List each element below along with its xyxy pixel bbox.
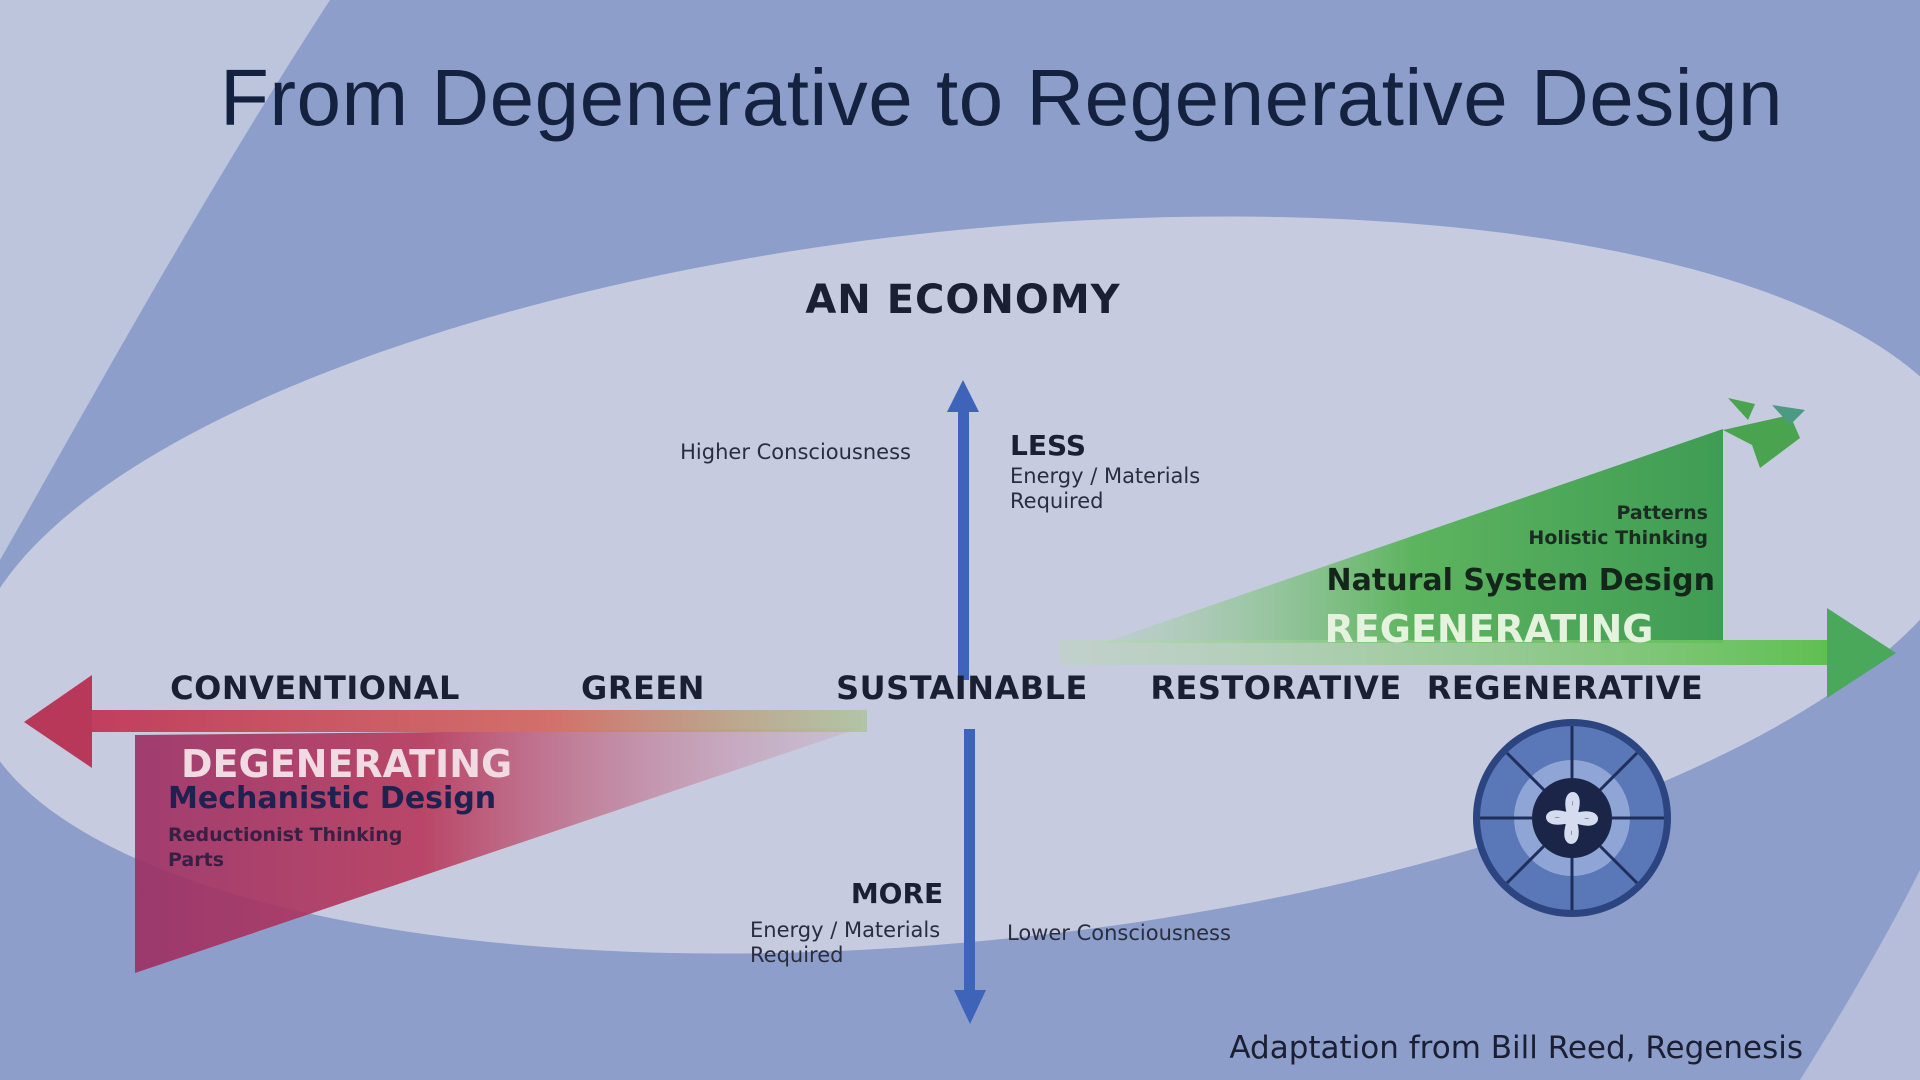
regenerating-triangle — [1102, 429, 1723, 643]
light-sweep — [0, 0, 330, 560]
down-arrow-head — [954, 990, 986, 1024]
lower-consciousness-label: Lower Consciousness — [1007, 921, 1231, 945]
stage-sustainable: SUSTAINABLE — [836, 669, 1088, 707]
stage-conventional: CONVENTIONAL — [170, 669, 460, 707]
higher-consciousness-label: Higher Consciousness — [680, 440, 911, 464]
degenerating-banner: DEGENERATING — [181, 742, 513, 786]
down-arrow-shaft — [964, 729, 975, 999]
reductionist-thinking-label: Reductionist Thinking — [168, 824, 403, 846]
diagram-heading: AN ECONOMY — [805, 277, 1121, 323]
regenerating-arrow-head — [1827, 608, 1896, 698]
regenerating-arrow-bar — [1059, 640, 1839, 665]
page-title: From Degenerative to Regenerative Design — [220, 53, 1784, 142]
regenerative-principles-wheel — [1473, 719, 1671, 917]
stage-green: GREEN — [581, 669, 705, 707]
natural-system-design-label: Natural System Design — [1326, 563, 1715, 598]
stage-regenerative: REGENERATIVE — [1426, 669, 1704, 707]
more-label: MORE — [850, 877, 944, 910]
less-label: LESS — [1010, 429, 1087, 462]
parts-label: Parts — [168, 849, 224, 871]
light-sweep-right — [1800, 870, 1920, 1080]
star-icon — [1723, 398, 1805, 468]
more-line2: Required — [750, 943, 844, 967]
less-line1: Energy / Materials — [1010, 464, 1201, 488]
less-line2: Required — [1010, 489, 1104, 513]
degenerating-triangle — [135, 728, 860, 973]
degenerating-arrow-head — [24, 675, 92, 768]
patterns-label: Patterns — [1616, 502, 1709, 524]
credit-text: Adaptation from Bill Reed, Regenesis — [1229, 1030, 1803, 1066]
regenerating-banner: REGENERATING — [1324, 607, 1654, 651]
degenerating-arrow-bar — [80, 710, 867, 732]
stage-restorative: RESTORATIVE — [1150, 669, 1402, 707]
up-arrow-shaft — [958, 405, 969, 680]
holistic-thinking-label: Holistic Thinking — [1528, 527, 1708, 549]
more-line1: Energy / Materials — [750, 918, 941, 942]
mechanistic-design-label: Mechanistic Design — [168, 781, 497, 816]
up-arrow-head — [947, 380, 979, 412]
